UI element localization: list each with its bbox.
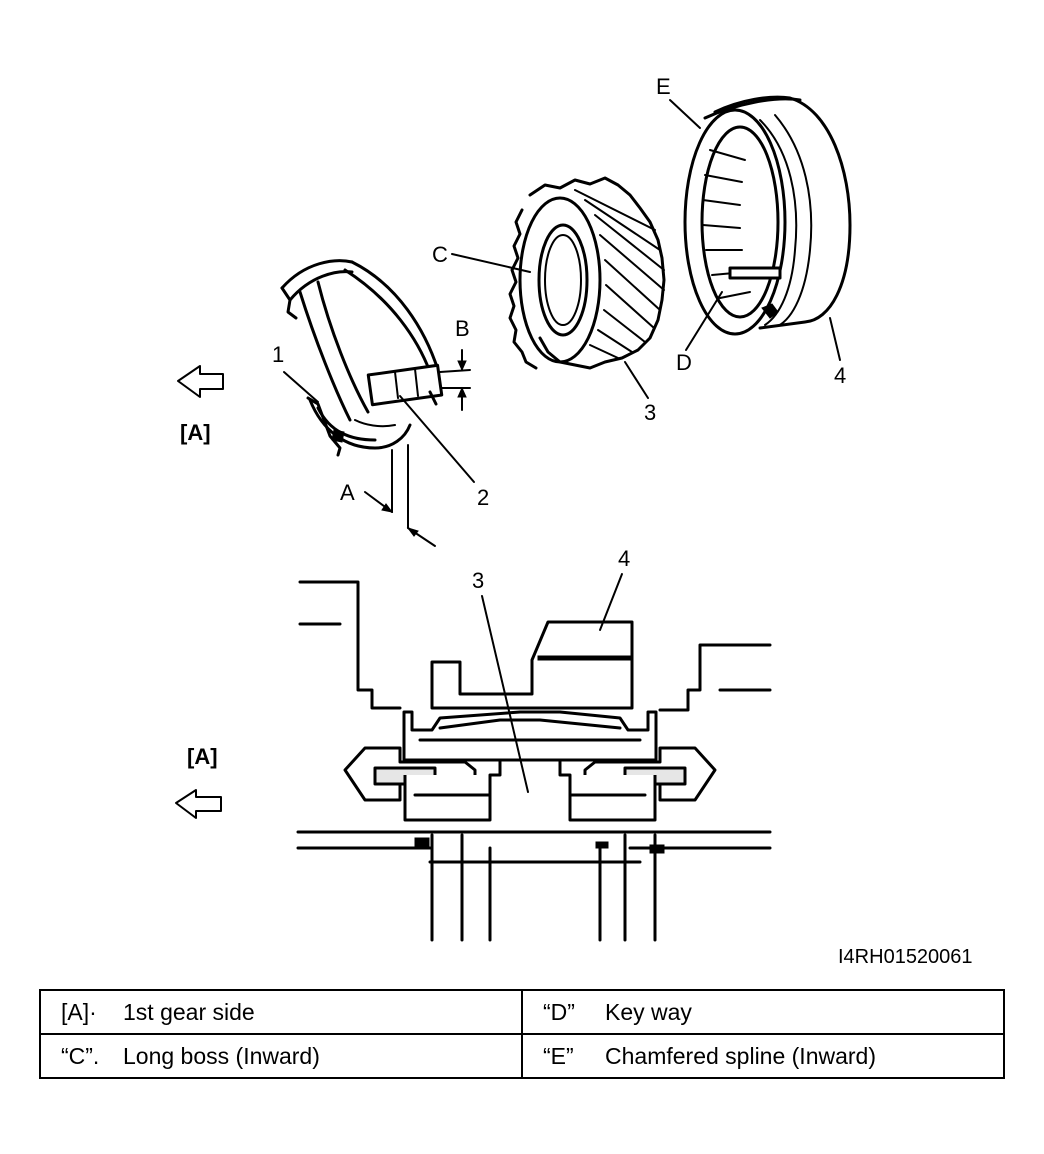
e-label: E xyxy=(656,74,671,99)
legend-table: [A]· 1st gear side “D” Key way “C”. Long bo… xyxy=(39,989,1005,1079)
legend-row: [A]· 1st gear side “D” Key way xyxy=(39,989,1005,1035)
figure-code: I4RH01520061 xyxy=(838,946,973,968)
legend-key: [A]· xyxy=(61,998,97,1025)
left-arrow-outline-icon xyxy=(175,789,222,819)
legend-description: Key way xyxy=(605,998,692,1025)
section-part-3-leader xyxy=(481,595,529,793)
legend-description: Long boss (Inward) xyxy=(123,1042,320,1069)
synchronizer-sleeve xyxy=(683,95,852,336)
legend-key: “E” xyxy=(543,1042,574,1069)
dimension-a xyxy=(364,444,436,547)
side-marker-top: [A] xyxy=(180,420,211,445)
e-leader xyxy=(669,99,701,129)
d-label: D xyxy=(676,350,692,375)
legend-cell: [A]· 1st gear side xyxy=(39,989,523,1035)
legend-key: “C”. xyxy=(61,1042,100,1069)
part-4-leader xyxy=(829,317,841,361)
section-view xyxy=(296,580,772,942)
d-leader xyxy=(685,291,723,351)
legend-description: Chamfered spline (Inward) xyxy=(605,1042,877,1069)
side-marker-bottom: [A] xyxy=(187,744,218,769)
section-part-4-leader xyxy=(599,573,623,631)
legend-key: “D” xyxy=(543,998,575,1025)
legend-cell: “C”. Long boss (Inward) xyxy=(39,1033,523,1079)
legend-row: “C”. Long boss (Inward) “E” Chamfered spli… xyxy=(39,1033,1005,1079)
c-leader xyxy=(451,253,531,273)
section-part-4-label: 4 xyxy=(618,546,630,571)
part-3-label: 3 xyxy=(644,400,656,425)
part-1-label: 1 xyxy=(272,342,284,367)
legend-cell: “E” Chamfered spline (Inward) xyxy=(521,1033,1005,1079)
dimension-b-label: B xyxy=(455,316,470,341)
legend-description: 1st gear side xyxy=(123,998,255,1025)
dimension-b xyxy=(439,349,471,411)
part-4-label: 4 xyxy=(834,363,846,388)
c-label: C xyxy=(432,242,448,267)
left-arrow-outline-icon xyxy=(177,365,224,398)
part-2-label: 2 xyxy=(477,485,489,510)
section-part-3-label: 3 xyxy=(472,568,484,593)
part-3-leader xyxy=(624,361,649,399)
part-1-leader xyxy=(283,371,319,403)
legend-cell: “D” Key way xyxy=(521,989,1005,1035)
dimension-a-label: A xyxy=(340,480,355,505)
synchronizer-hub xyxy=(508,176,666,370)
part-2-leader xyxy=(399,395,475,483)
shift-fork xyxy=(280,259,444,457)
